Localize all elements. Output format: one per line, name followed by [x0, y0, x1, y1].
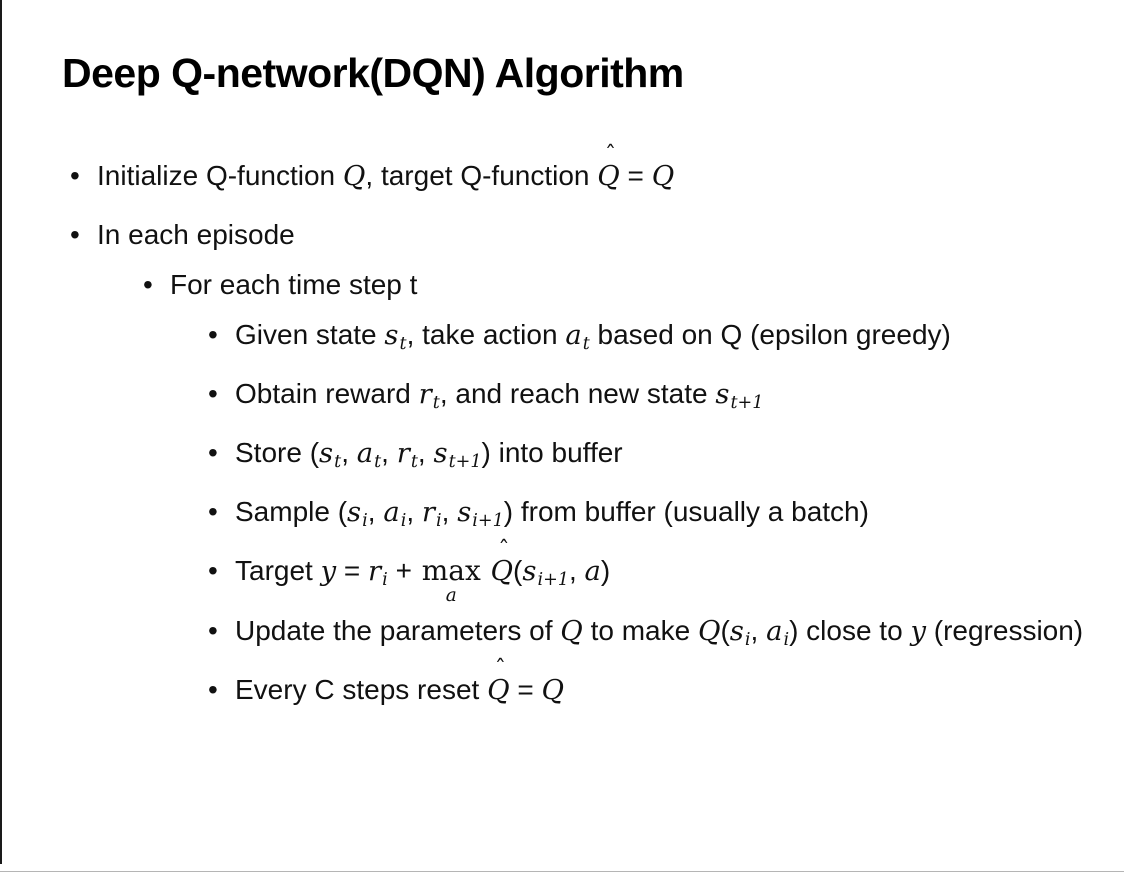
math-variable: rt: [396, 437, 418, 472]
math-variable: a: [584, 555, 601, 587]
bullet-item: • In each episode: [0, 211, 1124, 259]
math-variable: at: [565, 320, 590, 354]
bullet-item: • Initialize Q-function Q, target Q-funct…: [0, 142, 1124, 201]
bullet-marker: •: [208, 319, 218, 350]
hat-accent: ˆ: [498, 536, 510, 563]
bullet-marker: •: [208, 377, 218, 409]
bullet-text: Store (st, at, rt, st+1) into buffer: [235, 436, 623, 472]
math-variable: rt: [418, 378, 440, 413]
hat-accent: ˆ: [494, 656, 506, 683]
math-variable: ai: [766, 616, 790, 651]
math-variable: Q: [560, 616, 583, 648]
math-variable: y: [910, 616, 926, 648]
math-variable: st+1: [433, 437, 482, 472]
math-variable: Q: [342, 161, 366, 192]
bullet-marker: •: [70, 160, 80, 191]
bullet-text: Given state st, take action at based on …: [235, 319, 951, 354]
bullet-item: • Store (st, at, rt, st+1) into buffer: [0, 429, 1124, 486]
bullet-text: Update the parameters of Q to make Q(si,…: [235, 615, 1084, 651]
bullet-item: •Given state st, take action at based on…: [0, 311, 1124, 368]
math-variable: ri: [368, 555, 388, 590]
math-variable: y: [320, 555, 337, 587]
math-variable: Q: [697, 616, 721, 648]
bullet-text: For each time step t: [170, 269, 418, 300]
math-variable: st: [319, 437, 342, 472]
math-variable: st: [384, 320, 407, 354]
bullet-item: • For each time step t: [0, 261, 1124, 309]
bullet-marker: •: [208, 554, 218, 586]
bullet-text: In each episode: [97, 219, 295, 250]
bullet-text: Initialize Q-function Q, target Q-functi…: [97, 142, 1096, 201]
bullet-item: • Sample (si, ai, ri, si+1) from buffer (…: [0, 488, 1124, 545]
bullet-item: • Update the parameters of Q to make Q(si…: [0, 607, 1124, 664]
math-variable: st+1: [715, 378, 764, 413]
slide-left-edge-line: [0, 0, 2, 864]
bullet-text: Sample (si, ai, ri, si+1) from buffer (u…: [235, 495, 869, 531]
math-variable: at: [356, 437, 382, 472]
bullet-marker: •: [208, 495, 218, 527]
math-variable: Q: [651, 161, 675, 192]
slide-title: Deep Q-network(DQN) Algorithm: [62, 50, 684, 96]
bullet-marker: •: [208, 615, 218, 647]
math-variable: ri: [421, 496, 442, 531]
math-variable: si: [347, 496, 368, 531]
math-variable: si+1: [457, 496, 504, 531]
hat-accent: ˆ: [604, 142, 617, 168]
bullet-marker: •: [143, 269, 153, 300]
math-variable: si: [729, 616, 751, 651]
bullet-marker: •: [208, 436, 218, 468]
bullet-list: • Initialize Q-function Q, target Q-funct…: [0, 142, 1124, 715]
bullet-marker: •: [208, 674, 218, 706]
bullet-marker: •: [70, 219, 80, 250]
bullet-item: • Obtain reward rt, and reach new state s…: [0, 370, 1124, 427]
bullet-text: Obtain reward rt, and reach new state st…: [235, 377, 764, 413]
math-variable: Q: [541, 675, 565, 707]
math-variable: si+1: [522, 555, 569, 590]
math-variable: ai: [383, 496, 407, 531]
